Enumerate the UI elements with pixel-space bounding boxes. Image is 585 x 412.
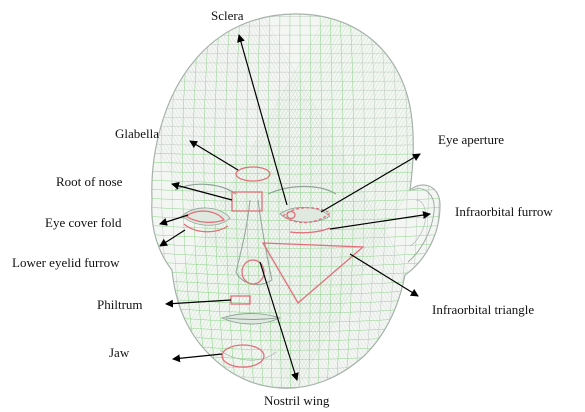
label-jaw: Jaw: [109, 345, 129, 360]
label-infraorbital-furrow: Infraorbital furrow: [455, 204, 553, 219]
label-infraorbital-triangle: Infraorbital triangle: [432, 302, 534, 317]
label-root-of-nose: Root of nose: [56, 174, 122, 189]
label-nostril-wing: Nostril wing: [264, 393, 329, 408]
head-mesh: [80, 10, 510, 400]
label-eye-aperture: Eye aperture: [438, 132, 504, 147]
label-glabella: Glabella: [115, 126, 159, 141]
label-philtrum: Philtrum: [97, 297, 143, 312]
label-lower-eyelid-furrow: Lower eyelid furrow: [12, 255, 120, 270]
label-eye-cover-fold: Eye cover fold: [45, 215, 122, 230]
label-sclera: Sclera: [211, 8, 243, 23]
